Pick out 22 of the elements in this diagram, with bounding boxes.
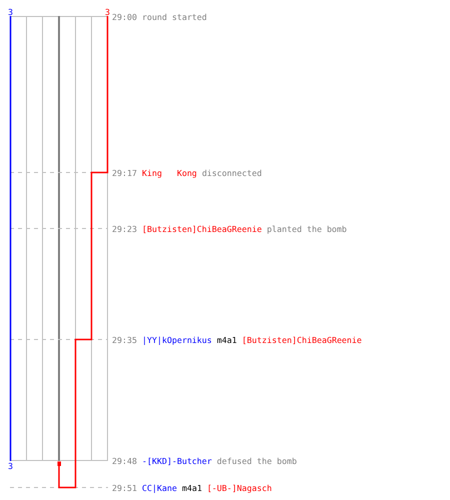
event-text: planted the bomb xyxy=(266,224,347,234)
event-time: 29:17 xyxy=(112,168,137,178)
event-time: 29:35 xyxy=(112,334,137,344)
event-time: 29:00 xyxy=(112,12,137,22)
player-name: |YY|kOpernikus xyxy=(142,334,212,344)
weapon-name: m4a1 xyxy=(182,482,202,492)
event-time: 29:51 xyxy=(112,482,137,492)
player-name: -[KKD]-Butcher xyxy=(142,456,212,466)
event-time: 29:23 xyxy=(112,224,137,234)
weapon-name: m4a1 xyxy=(216,334,237,344)
player-name: [Butzisten]ChiBeaGReenie xyxy=(142,224,262,234)
event-text: disconnected xyxy=(202,168,262,178)
player-name: King Kong xyxy=(142,168,197,178)
team-count: 3 xyxy=(8,8,13,16)
player-name: [Butzisten]ChiBeaGReenie xyxy=(242,334,362,344)
event-text: defused the bomb xyxy=(216,456,297,466)
event-time: 29:48 xyxy=(112,456,137,466)
event-text: round started xyxy=(142,12,207,22)
team-count: 3 xyxy=(8,462,13,470)
team-count: 3 xyxy=(105,8,110,16)
player-name: CC|Kane xyxy=(142,482,177,492)
player-name: [-UB-]Nagasch xyxy=(206,482,272,492)
